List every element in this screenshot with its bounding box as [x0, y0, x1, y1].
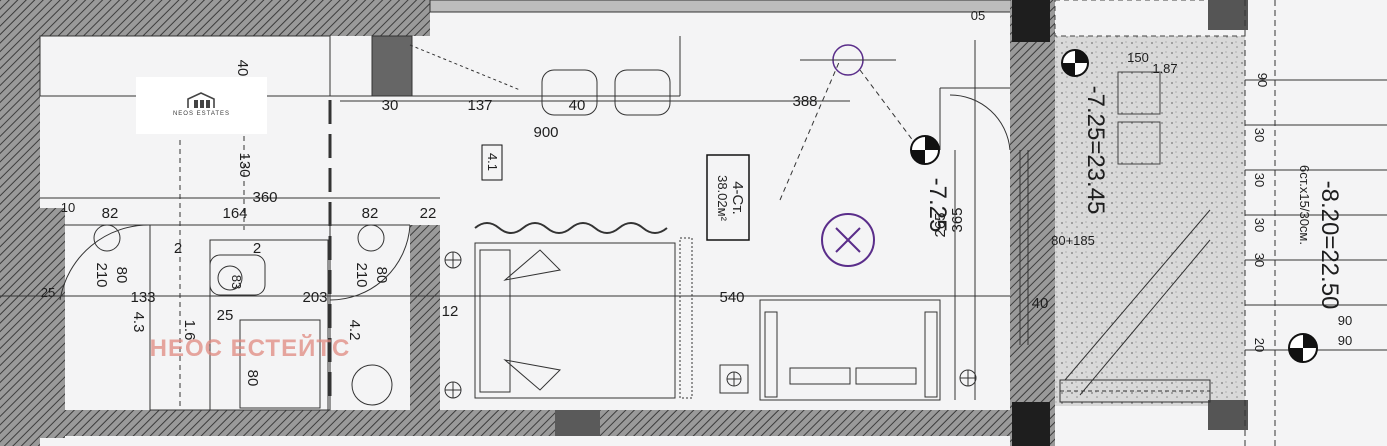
svg-text:10: 10 [61, 200, 75, 215]
fixture-tag-83 [217, 265, 243, 291]
svg-text:265: 265 [932, 212, 949, 237]
svg-text:1.87: 1.87 [1152, 61, 1177, 76]
svg-text:90: 90 [1338, 313, 1352, 328]
svg-text:80: 80 [373, 267, 390, 284]
wall-facade [1010, 0, 1055, 446]
svg-text:05: 05 [971, 8, 985, 23]
svg-text:83: 83 [229, 275, 244, 289]
room-tag-box [481, 144, 503, 181]
wall-column-bottom [1012, 402, 1050, 446]
svg-text:360: 360 [252, 189, 277, 206]
terrace [1054, 0, 1387, 446]
svg-text:82: 82 [102, 205, 119, 222]
svg-text:540: 540 [719, 289, 744, 306]
svg-text:90: 90 [1255, 73, 1270, 87]
svg-text:2: 2 [174, 240, 182, 257]
svg-text:133: 133 [130, 289, 155, 306]
room-tag: 4.1 [485, 153, 500, 171]
svg-text:80+185: 80+185 [1051, 233, 1095, 248]
walls [0, 0, 1055, 446]
dimension-labels: 30 137 40 388 900 130 360 164 82 82 22 1… [41, 8, 1352, 386]
level-terrace-label: -7.25=23.45 [1082, 86, 1109, 215]
svg-text:1.6: 1.6 [181, 320, 198, 341]
wall-bottom [40, 410, 1050, 436]
svg-text:22: 22 [420, 205, 437, 222]
level-lower-note: 6ст.х15/30см. [1297, 165, 1312, 245]
logo-text: NEOS ESTATES [172, 111, 231, 117]
socket-icons [444, 251, 977, 399]
wall-top-left [40, 0, 430, 36]
room-label-box [706, 154, 750, 241]
room-label: 4-Ст. 38.02м² 4.1 [485, 153, 746, 222]
svg-text:40: 40 [1032, 295, 1049, 312]
svg-text:40: 40 [234, 60, 251, 77]
svg-text:210: 210 [353, 262, 370, 287]
svg-text:30: 30 [1252, 128, 1267, 142]
svg-text:82: 82 [362, 205, 379, 222]
wall-bathroom-right [410, 225, 440, 415]
svg-text:203: 203 [302, 289, 327, 306]
svg-text:164: 164 [222, 205, 247, 222]
svg-text:80: 80 [244, 370, 261, 387]
door-tag-a [93, 224, 121, 252]
wall-left [0, 0, 40, 446]
logo: NEOS ESTATES [136, 77, 267, 134]
svg-text:365: 365 [949, 207, 966, 232]
wall-column-top [1012, 0, 1050, 42]
svg-text:4.2: 4.2 [346, 320, 363, 341]
svg-text:130: 130 [236, 152, 253, 177]
svg-text:4.3: 4.3 [130, 312, 147, 333]
level-main-label: -7.25 [924, 178, 951, 233]
svg-text:20: 20 [1252, 338, 1267, 352]
room-area: 38.02м² [715, 175, 730, 221]
svg-text:40: 40 [569, 97, 586, 114]
svg-text:150: 150 [1127, 50, 1149, 65]
watermark: НЕОС ЕСТЕЙТС [150, 334, 351, 362]
svg-text:90: 90 [1338, 333, 1352, 348]
svg-text:30: 30 [382, 97, 399, 114]
svg-text:210: 210 [93, 262, 110, 287]
level-marker-terrace [1061, 49, 1089, 77]
svg-text:2: 2 [253, 240, 261, 257]
room-code: 4-Ст. [729, 181, 746, 215]
ventilation-icon [800, 44, 896, 76]
interior-lines [0, 35, 1029, 411]
svg-text:900: 900 [533, 124, 558, 141]
door-tag-b [357, 224, 385, 252]
wall-bottom-pillar [555, 410, 600, 436]
svg-text:30: 30 [1252, 218, 1267, 232]
svg-text:388: 388 [792, 93, 817, 110]
wall-partition-left [40, 208, 65, 438]
svg-text:137: 137 [467, 97, 492, 114]
level-marker-main [910, 135, 940, 165]
svg-text:80: 80 [113, 267, 130, 284]
level-lower-label: -8.20=22.50 [1316, 181, 1343, 310]
svg-text:30: 30 [1252, 253, 1267, 267]
level-marker-lower [1288, 333, 1318, 363]
house-logo-icon [187, 92, 215, 108]
svg-text:12: 12 [442, 303, 459, 320]
wall-top-right [429, 0, 1051, 13]
svg-text:25: 25 [41, 285, 55, 300]
svg-text:30: 30 [1252, 173, 1267, 187]
svg-text:25: 25 [217, 307, 234, 324]
ceiling-light-icon [821, 213, 875, 267]
